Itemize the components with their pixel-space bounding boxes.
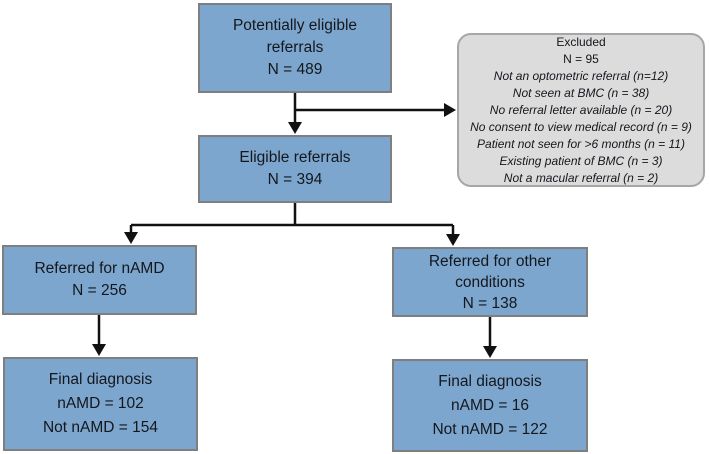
excluded-reason: Not seen at BMC (n = 38) xyxy=(512,85,650,100)
excluded-reason: No consent to view medical record (n = 9… xyxy=(470,119,692,134)
box-line: Eligible referrals xyxy=(239,149,351,166)
excluded-reason: Patient not seen for >6 months (n = 11) xyxy=(477,136,685,151)
excluded-title: Excluded xyxy=(556,34,606,49)
box-line: N = 256 xyxy=(72,282,127,299)
box-line: N = 394 xyxy=(267,171,323,188)
arrow-top-to-eligible xyxy=(288,93,302,134)
box-potentially-eligible-referrals: Potentially eligible referrals N = 489 xyxy=(198,3,392,93)
box-line: Referred for nAMD xyxy=(34,260,165,277)
box-line: N = 489 xyxy=(267,61,323,78)
box-line: referrals xyxy=(266,39,324,56)
connector-branch xyxy=(129,203,455,235)
box-line: nAMD = 16 xyxy=(451,396,529,414)
box-line: Referred for other xyxy=(428,252,552,270)
box-line: Not nAMD = 122 xyxy=(432,420,548,438)
box-final-diagnosis-namd: Final diagnosis nAMD = 102 Not nAMD = 15… xyxy=(3,357,198,451)
arrow-to-referred-other xyxy=(446,234,460,246)
excluded-count: N = 95 xyxy=(563,51,599,66)
box-line: Final diagnosis xyxy=(48,371,153,388)
box-referred-for-other-conditions: Referred for other conditions N = 138 xyxy=(392,247,588,317)
box-final-diagnosis-other: Final diagnosis nAMD = 16 Not nAMD = 122 xyxy=(392,359,588,452)
excluded-reason: Not a macular referral (n = 2) xyxy=(503,170,659,185)
excluded-reason: Not an optometric referral (n=12) xyxy=(493,68,669,83)
arrow-to-final-other xyxy=(483,317,497,358)
arrow-to-excluded xyxy=(295,103,456,117)
excluded-reason: Existing patient of BMC (n = 3) xyxy=(499,153,663,168)
excluded-reason: No referral letter available (n = 20) xyxy=(489,102,673,117)
box-line: Not nAMD = 154 xyxy=(42,419,159,436)
box-line: Final diagnosis xyxy=(438,372,542,390)
box-referred-for-namd: Referred for nAMD N = 256 xyxy=(2,245,197,315)
box-excluded: Excluded N = 95 Not an optometric referr… xyxy=(457,33,705,187)
box-line: nAMD = 102 xyxy=(57,395,144,412)
box-eligible-referrals: Eligible referrals N = 394 xyxy=(198,135,392,203)
arrow-to-referred-namd xyxy=(124,232,138,244)
box-line: conditions xyxy=(455,273,525,291)
box-line: Potentially eligible xyxy=(232,17,358,34)
arrow-to-final-namd xyxy=(92,315,106,356)
box-line: N = 138 xyxy=(462,294,518,312)
